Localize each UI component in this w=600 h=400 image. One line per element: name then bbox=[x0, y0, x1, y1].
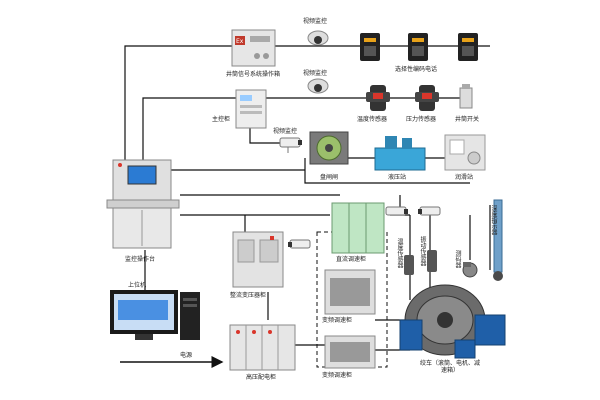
sensor-icon bbox=[404, 255, 414, 275]
label-main-control-box: 主控柜 bbox=[212, 116, 231, 123]
shaft-signal-box: Ex bbox=[231, 29, 276, 67]
telephone-icon bbox=[458, 33, 478, 61]
label-winch: 绞车（滚筒、电机、减速箱） bbox=[420, 360, 481, 374]
shaft-switch bbox=[459, 84, 473, 109]
cctv-camera-icon bbox=[418, 206, 441, 216]
depth-indicator bbox=[493, 199, 503, 281]
label-video-monitor-2: 视频监控 bbox=[303, 70, 328, 77]
label-dc-speed-cabinet: 直流调速柜 bbox=[336, 256, 367, 263]
hydraulic-station bbox=[374, 136, 426, 171]
label-vibration-sensor: 振动传感器 bbox=[419, 236, 426, 266]
host-pc bbox=[110, 290, 200, 340]
encoder bbox=[462, 262, 478, 278]
label-video-monitor-3: 视频监控 bbox=[273, 128, 298, 135]
main-control-box bbox=[235, 89, 267, 129]
telephone-icon bbox=[360, 33, 380, 61]
label-temp-sensor-vertical: 温度传感器 bbox=[396, 238, 403, 268]
label-temp-sensor: 温度传感器 bbox=[357, 116, 388, 123]
rectifier-transformer-cabinet bbox=[232, 231, 284, 288]
telephone-icon bbox=[408, 33, 428, 61]
label-power: 电源 bbox=[180, 352, 193, 359]
svg-text:Ex: Ex bbox=[236, 38, 244, 45]
hv-distribution-cabinet bbox=[229, 324, 296, 371]
winch bbox=[399, 284, 506, 359]
label-pressure-sensor: 压力传感器 bbox=[406, 116, 437, 123]
label-rectifier-transformer: 整流变压器柜 bbox=[230, 292, 267, 299]
disc-brake bbox=[309, 131, 349, 165]
dc-speed-cabinet bbox=[331, 202, 385, 254]
sensor-icon bbox=[366, 85, 390, 111]
label-depth-indicator: 深度指示器 bbox=[490, 205, 497, 235]
label-vfd-cabinet-2: 变频调速柜 bbox=[322, 372, 353, 379]
label-vfd-cabinet-1: 变频调速柜 bbox=[322, 317, 353, 324]
label-encoder: 测码器 bbox=[454, 250, 461, 268]
label-host-pc: 上位机 bbox=[128, 282, 147, 289]
label-hv-cabinet: 高压配电柜 bbox=[246, 374, 277, 381]
label-video-monitor-1: 视频监控 bbox=[303, 18, 328, 25]
label-hydraulic-station: 液压站 bbox=[388, 174, 407, 181]
label-disc-brake: 盘闸闸 bbox=[320, 174, 339, 181]
sensor-icon bbox=[427, 250, 437, 272]
cctv-camera-icon bbox=[279, 137, 302, 153]
dome-camera-icon bbox=[307, 78, 329, 94]
label-lube-station: 润滑站 bbox=[455, 174, 474, 181]
dome-camera-icon bbox=[307, 30, 329, 46]
cctv-camera-icon bbox=[385, 206, 408, 216]
label-shaft-switch: 井筒开关 bbox=[455, 116, 480, 123]
cctv-camera-icon bbox=[288, 239, 311, 249]
lube-station bbox=[444, 134, 486, 171]
vfd-cabinet-1 bbox=[324, 269, 376, 315]
console bbox=[106, 159, 180, 249]
label-console: 监控操作台 bbox=[125, 256, 156, 263]
sensor-icon bbox=[415, 85, 439, 111]
label-selective-phone: 选择性编码电话 bbox=[395, 66, 438, 73]
vfd-cabinet-2 bbox=[324, 335, 376, 369]
label-shaft-signal-box: 井筒信号系统操作箱 bbox=[226, 71, 281, 78]
